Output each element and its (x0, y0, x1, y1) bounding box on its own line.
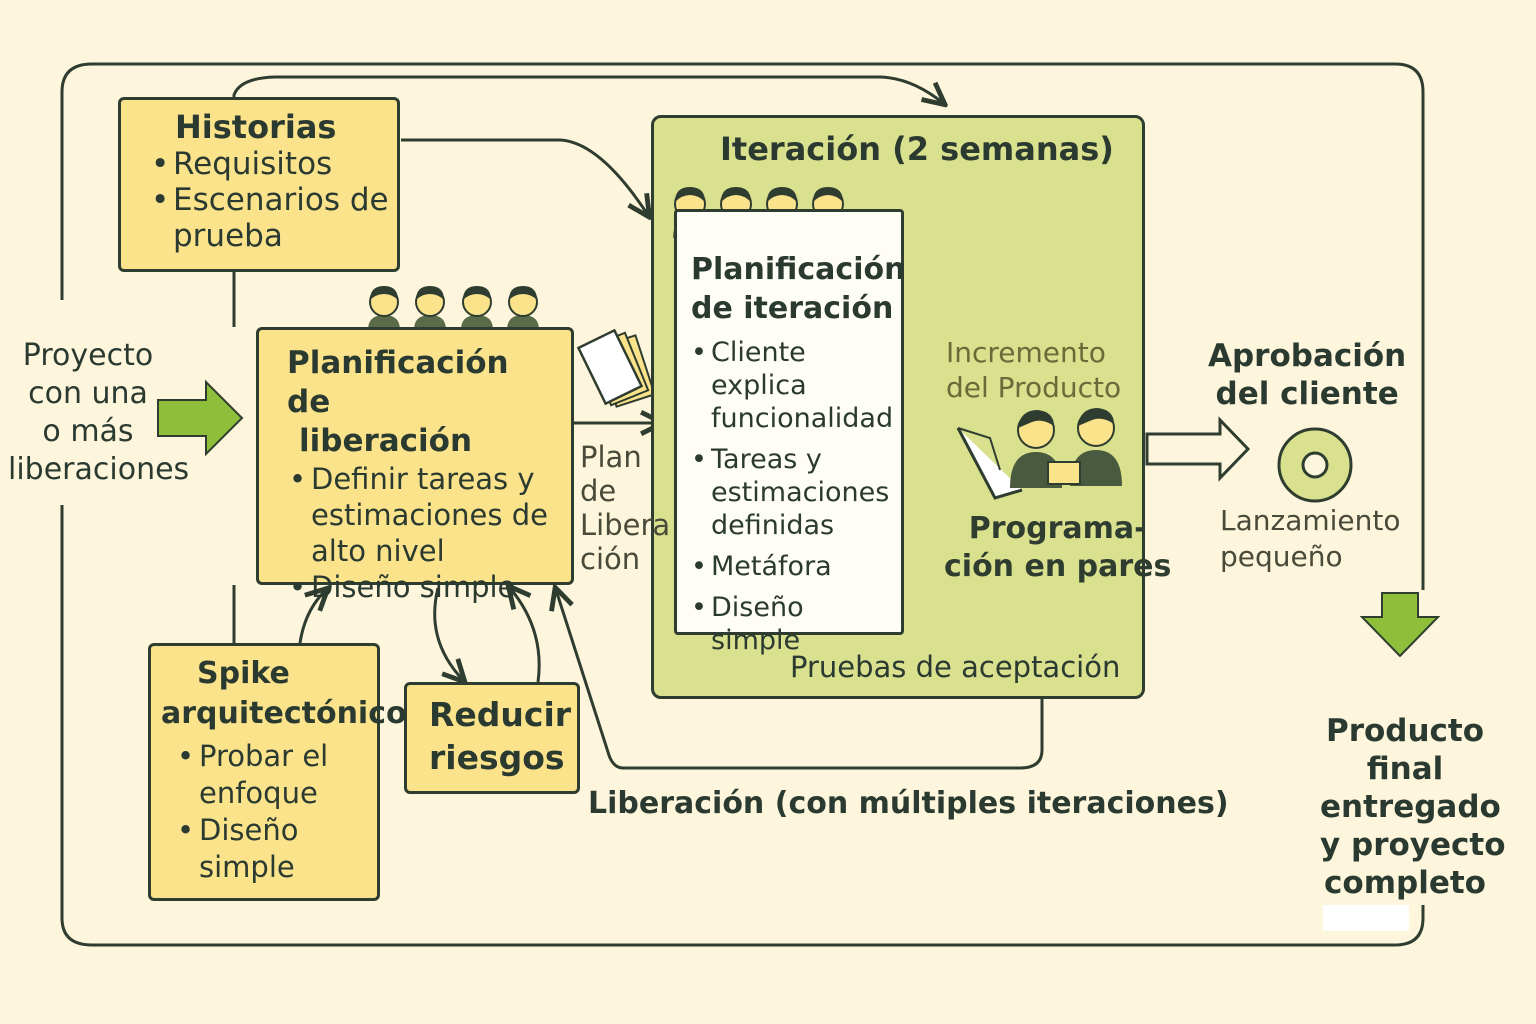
stories-to-iteration-arrow (401, 138, 648, 215)
outer-loop-line (60, 62, 1425, 590)
release-plan-label: Plan de Libera ción (580, 440, 670, 576)
release-item-define-tasks: Definir tareas y estimaciones de alto ni… (287, 461, 561, 569)
spike-title-line1: Spike (197, 656, 290, 691)
release-team-icon (368, 286, 539, 330)
client-approval-label: Aprobación del cliente (1208, 337, 1406, 413)
release-item-simple-design: Diseño simple (287, 569, 561, 605)
stories-item-test-scenarios: Escenarios de prueba (149, 182, 403, 254)
release-planning-card: Planificación de liberación Definir tare… (256, 327, 574, 605)
small-release-ring-icon (1277, 427, 1353, 503)
release-plan-line4: ción (580, 542, 641, 576)
release-plan-line3: Libera (580, 508, 671, 542)
iteration-planning-title: Planificación de iteración (691, 250, 906, 328)
spike-card: Spike arquitectónico Probar el enfoque D… (148, 643, 407, 901)
product-increment-label: Incremento del Producto (946, 335, 1121, 405)
iteration-planning-card: Planificación de iteración Cliente expli… (674, 209, 906, 656)
iteration-item-simple-design: Diseño simple (691, 591, 821, 657)
iteration-planning-title-line1: Planificación (691, 252, 906, 287)
stories-title: Historias (175, 108, 337, 146)
release-planning-title-line2: liberación (299, 423, 473, 459)
reduce-risks-title: Reducir riesgos (429, 693, 572, 779)
blank-patch (1323, 905, 1409, 931)
final-product-line3: entregado (1320, 789, 1501, 825)
stories-item-requirements: Requisitos (149, 146, 383, 182)
release-plan-line1: Plan (580, 440, 642, 474)
final-product-line1: Producto (1325, 713, 1485, 749)
client-approval-line1: Aprobación (1208, 338, 1407, 374)
small-release-label: Lanzamiento pequeño (1220, 503, 1401, 575)
client-approval-line2: del cliente (1215, 376, 1399, 412)
pair-programming-icon (956, 408, 1122, 500)
acceptance-tests-label: Pruebas de aceptación (790, 650, 1121, 684)
feedback-arrow-top (232, 75, 943, 103)
project-line2: con una (28, 376, 148, 411)
approval-arrow (1145, 416, 1251, 482)
small-release-line2: pequeño (1220, 540, 1343, 573)
spike-item-simple-design: Diseño simple (175, 812, 319, 886)
final-product-line2: final (1366, 751, 1444, 787)
project-line4: liberaciones (8, 452, 190, 487)
iteration-item-client-explains: Cliente explica funcionalidad (691, 336, 893, 435)
document-stack-icon (576, 328, 656, 408)
release-caption: Liberación (con múltiples iteraciones) (588, 786, 1229, 821)
project-label: Proyecto con una o más liberaciones (8, 337, 190, 489)
pair-programming-line1: Programa- (968, 511, 1147, 546)
final-product-line4: y proyecto (1320, 827, 1506, 863)
product-increment-line1: Incremento (946, 336, 1106, 369)
product-increment-line2: del Producto (946, 371, 1122, 404)
final-product-line5: completo (1324, 865, 1486, 901)
reduce-risks-line1: Reducir (429, 695, 572, 734)
iteration-return-arrow (556, 590, 1044, 770)
pair-programming-label: Programa- ción en pares (944, 510, 1171, 586)
stories-card: Historias Requisitos Escenarios de prueb… (118, 97, 400, 272)
iteration-title: Iteración (2 semanas) (720, 130, 1114, 168)
iteration-planning-title-line2: de iteración (691, 291, 894, 326)
pair-programming-line2: ción en pares (944, 549, 1172, 584)
outer-loop-bottom-line (60, 505, 1425, 947)
final-down-arrow (1359, 592, 1441, 658)
iteration-item-metaphor: Metáfora (691, 550, 895, 583)
final-product-label: Producto final entregado y proyecto comp… (1320, 712, 1506, 902)
project-line3: o más (42, 414, 134, 449)
project-line1: Proyecto (22, 338, 154, 373)
release-plan-line2: de (580, 474, 617, 508)
spike-title: Spike arquitectónico (161, 654, 407, 734)
release-planning-title: Planificación de liberación (287, 344, 561, 461)
spike-title-line2: arquitectónico (161, 696, 407, 731)
small-release-line1: Lanzamiento (1220, 504, 1401, 537)
reduce-risks-line2: riesgos (429, 738, 565, 777)
project-arrow (157, 379, 244, 457)
spike-item-test-approach: Probar el enfoque (175, 738, 349, 812)
reduce-risks-card: Reducir riesgos (404, 682, 580, 794)
release-planning-title-line1: Planificación de (287, 345, 509, 420)
iteration-item-tasks-defined: Tareas y estimaciones definidas (691, 443, 891, 542)
